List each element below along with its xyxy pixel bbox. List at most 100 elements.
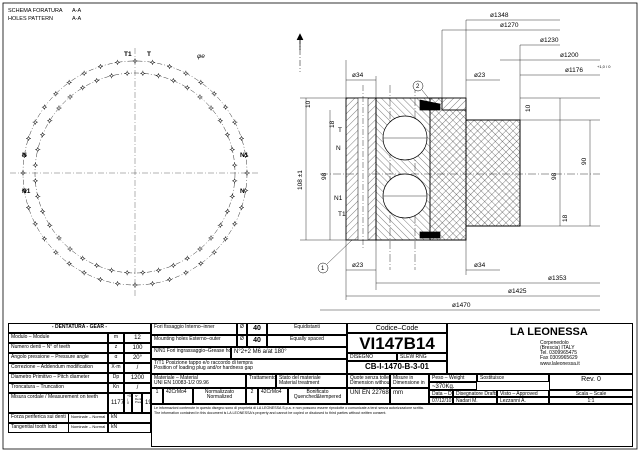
material-val: UNI EN 10083-1/2 09.96 xyxy=(154,380,209,387)
inner-hole xyxy=(35,147,41,153)
inner-hole xyxy=(47,222,53,228)
scheme-it: SCHEMA FORATURA xyxy=(8,8,63,14)
gear-row-value: 12 xyxy=(124,333,151,343)
date-label: Data – Date xyxy=(429,390,453,397)
gear-row-symbol: m xyxy=(108,333,124,343)
inner-hole xyxy=(47,118,53,124)
legal-it: Le informazioni contenute in questo dise… xyxy=(154,406,424,410)
outer-hole xyxy=(211,91,217,97)
approved-label: Visto – Approved xyxy=(497,390,549,397)
legal-en: The information contained in this docume… xyxy=(154,410,387,415)
ring-label-t1: T1 xyxy=(124,51,132,58)
mat2-index: 2 xyxy=(246,388,258,404)
mat1-state: Normalizzato Normalized xyxy=(193,388,246,404)
subst-label: Sostituisce xyxy=(480,375,505,381)
inner-hole xyxy=(184,85,190,91)
legal-notice: Le informazioni contenute in questo dise… xyxy=(151,404,633,447)
units-value: mm xyxy=(390,388,429,404)
outer-hole xyxy=(239,205,245,211)
inner-hole xyxy=(232,178,238,184)
holes-row1-note: Equidistanti xyxy=(267,323,347,335)
holes-row2-note: Equally spaced xyxy=(267,335,347,347)
dim-d1270: ø1270 xyxy=(500,22,519,29)
company-logo: LA LEONESSA xyxy=(510,326,588,338)
gear-row-value: 20° xyxy=(124,353,151,363)
gear-row-value: / xyxy=(124,383,151,393)
outer-hole xyxy=(150,281,156,287)
gear-row-symbol: X·m xyxy=(108,363,124,373)
outer-hole xyxy=(239,135,245,141)
gear-row-label: Diametro Primitivo – Pitch diameter xyxy=(8,373,108,383)
outer-hole xyxy=(183,270,189,276)
outer-hole xyxy=(66,261,72,267)
dim-h90: 90 xyxy=(581,157,588,165)
company-addr2: (Brescia) ITALY xyxy=(540,344,575,351)
mat1-material: 42CrMo4 xyxy=(163,388,193,404)
outer-hole xyxy=(167,277,173,283)
inner-hole xyxy=(35,193,41,199)
inner-hole xyxy=(155,73,161,79)
dim-h98a: 98 xyxy=(321,172,328,180)
dim-d34b: ø34 xyxy=(474,262,486,269)
tol-label-cell: Quote senza tolleranza Dimension without… xyxy=(347,374,390,388)
chord-tolerance: +0,5 / 0 xyxy=(124,393,132,413)
company-tel: Tel. 0309965475 xyxy=(540,350,577,357)
outer-hole xyxy=(81,270,87,276)
dim-d1176-tol: +1,0 / 0 xyxy=(597,64,611,69)
grease-n: N xyxy=(336,145,341,152)
inner-hole xyxy=(224,132,230,138)
holes-row2-val: 40 xyxy=(247,335,267,347)
inner-hole xyxy=(184,255,190,261)
inner-hole xyxy=(109,73,115,79)
ring-label-t: T xyxy=(147,51,151,58)
ring-label-n-right: N xyxy=(240,188,245,195)
plug-t: T xyxy=(338,127,342,134)
gear-row-label: Numero denti – N° of teeth xyxy=(8,343,108,353)
gear-row-symbol: Kn xyxy=(108,383,124,393)
gear-row-label: Misura cordale / Measurement on teeth xyxy=(8,393,108,413)
callout-2: 2 xyxy=(416,84,420,90)
inner-hole xyxy=(208,105,214,111)
inner-hole xyxy=(109,267,115,273)
outer-hole xyxy=(97,277,103,283)
inner-hole xyxy=(94,262,100,268)
treatment-cell: Stato del materiale Material treatment xyxy=(276,374,347,388)
units-label: Misure in Dimensione in xyxy=(390,374,429,388)
inner-hole xyxy=(32,162,38,168)
outer-hole xyxy=(32,221,38,227)
holes-row2-sym: Ø xyxy=(237,335,247,347)
scale-value: 1:1 xyxy=(549,397,633,404)
gear-row-value: 1177,8 xyxy=(108,393,124,413)
inner-hole xyxy=(170,262,176,268)
gear-row-label: Modulo – Module xyxy=(8,333,108,343)
dim-d23b: ø23 xyxy=(352,262,364,269)
outer-hole xyxy=(243,152,249,158)
ring-label-n1-left: N1 xyxy=(22,188,31,195)
treatment-label: Trattamento xyxy=(246,374,276,388)
force-nominal: Nominale – Normal xyxy=(68,423,108,433)
holes-row3-label: N/N1 Fori ingrassaggio–Grease holes xyxy=(151,347,231,359)
outer-hole xyxy=(25,135,31,141)
inner-hole xyxy=(40,208,46,214)
force-nominal: Nominale – Normal xyxy=(68,413,108,423)
weight-value: ~370Kg. xyxy=(429,382,477,390)
outer-hole xyxy=(41,236,47,242)
plug-t1: T1 xyxy=(338,211,346,218)
force-value: kN xyxy=(108,413,151,423)
header-labels: SCHEMA FORATURA A-A HOLES PATTERN A-A xyxy=(8,8,82,22)
code-label: Codice–Code xyxy=(347,323,447,333)
outer-hole xyxy=(198,261,204,267)
slew-label: SLEW RNG xyxy=(397,353,447,361)
code-value: VI147B14 xyxy=(347,333,447,353)
holes-pattern-view xyxy=(10,48,260,298)
holes-row3-val: N°2+2 M6 a/at 180° xyxy=(231,347,347,359)
dim-d1425: ø1425 xyxy=(508,288,527,295)
inner-hole xyxy=(67,94,73,100)
gear-row-symbol: z xyxy=(108,343,124,353)
dim-d1470: ø1470 xyxy=(452,302,471,309)
mat1-index: 1 xyxy=(151,388,163,404)
outer-hole xyxy=(223,236,229,242)
scale-label: Scala – Scale xyxy=(549,390,633,397)
ring-labels: T1 T N N1 N1 N φe xyxy=(22,51,249,195)
